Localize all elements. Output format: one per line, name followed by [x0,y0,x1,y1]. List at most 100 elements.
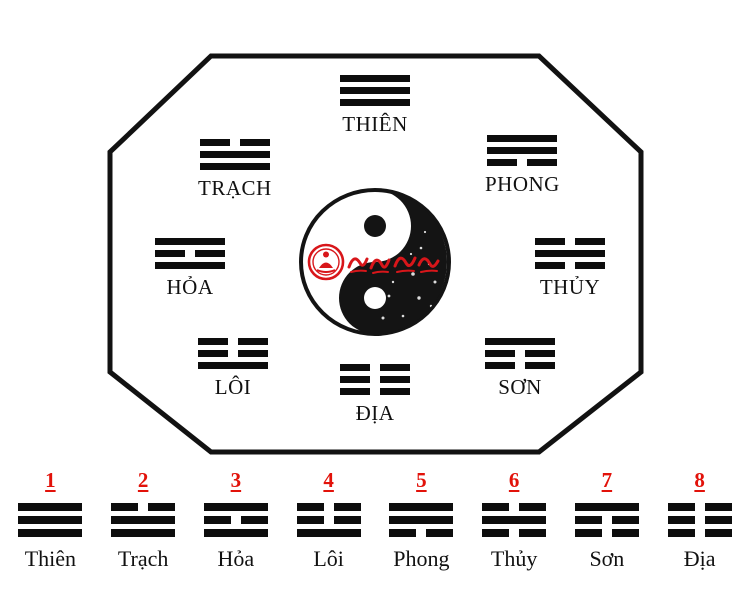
trigram-segment-right [380,388,410,395]
legend-trigram-glyph [667,503,732,537]
trigram-glyph-phong [487,135,558,166]
trigram-segment-left [198,350,228,357]
trigram-line-1-solid [487,135,558,142]
trigram-glyph-thuy [535,238,605,269]
trigram-line-1-solid [18,503,83,511]
trigram-line-1-solid [574,503,639,511]
trigram-segment-solid [482,516,547,524]
trigram-segment-gap [231,516,241,524]
trigram-line-2-broken [296,516,361,524]
trigram-segment-solid [111,516,176,524]
trigram-segment-left [487,159,518,166]
trigram-segment-left [667,516,695,524]
trigram-line-1-solid [340,75,410,82]
legend-number: 6 [508,468,520,492]
trigram-segment-solid [198,362,268,369]
trigram-segment-gap [324,516,334,524]
trigram-segment-gap [565,262,575,269]
trigram-segment-left [485,350,515,357]
legend-number: 1 [45,468,56,492]
trigram-line-1-solid [155,238,225,245]
trigram-segment-solid [487,147,558,154]
trigram-line-1-broken [296,503,361,511]
trigram-segment-gap [324,503,334,511]
trigram-segment-gap [515,350,525,357]
octagon-label-dia: ĐỊA [355,401,395,425]
trigram-segment-right [704,529,732,537]
trigram-segment-left [296,516,324,524]
trigram-segment-right [380,376,410,383]
trigram-line-3-solid [111,529,176,537]
trigram-segment-left [667,503,695,511]
trigram-segment-left [574,516,602,524]
legend-trigram-glyph [574,503,639,537]
trigram-segment-solid [389,516,454,524]
trigram-line-2-broken [198,350,268,357]
trigram-segment-left [296,503,324,511]
legend-trigram-glyph [296,503,361,537]
trigram-segment-solid [155,238,225,245]
trigram-segment-solid [155,262,225,269]
octagon-trigram-loi: LÔI [198,338,268,400]
trigram-glyph-trach [199,139,270,170]
trigram-segment-solid [18,516,83,524]
trigram-line-3-solid [155,262,225,269]
trigram-glyph-hoa [155,238,225,269]
octagon-trigram-hoa: HỎA [155,238,225,300]
trigram-line-2-solid [340,87,410,94]
octagon-trigram-thuy: THỦY [535,238,605,300]
trigram-line-3-solid [198,362,268,369]
legend-number: 4 [323,468,334,492]
trigram-line-1-solid [389,503,454,511]
octagon-trigram-phong: PHONG [485,135,560,197]
legend-label: Phong [393,546,450,571]
legend-label: Thủy [490,546,538,571]
trigram-segment-right [426,529,454,537]
trigram-line-3-broken [485,362,555,369]
trigram-glyph-son [485,338,555,369]
trigram-segment-right [239,139,270,146]
octagon-label-thien: THIÊN [342,112,408,136]
trigram-segment-solid [340,75,410,82]
trigram-segment-left [111,503,139,511]
trigram-segment-right [525,362,555,369]
trigram-segment-solid [203,503,268,511]
trigram-line-3-broken [535,262,605,269]
octagon-label-thuy: THỦY [539,275,601,299]
trigram-line-2-broken [340,376,410,383]
trigram-line-2-solid [389,516,454,524]
octagon-trigram-thien: THIÊN [340,75,410,137]
yin-yang-symbol [293,186,457,338]
octagon-trigram-son: SƠN [485,338,555,400]
trigram-glyph-thien [340,75,410,106]
legend-trigram-glyph [482,503,547,537]
trigram-segment-right [525,350,555,357]
octagon-trigram-trach: TRẠCH [198,139,272,201]
octagon-label-loi: LÔI [214,375,252,399]
trigram-segment-solid [340,99,410,106]
trigram-line-2-broken [574,516,639,524]
trigram-segment-left [667,529,695,537]
trigram-segment-right [519,529,547,537]
trigram-segment-solid [203,529,268,537]
trigram-segment-right [575,262,605,269]
trigram-line-2-solid [18,516,83,524]
trigram-line-1-solid [203,503,268,511]
trigram-segment-solid [487,135,558,142]
trigram-line-3-solid [203,529,268,537]
trigram-segment-right [611,529,639,537]
trigram-segment-gap [602,529,612,537]
trigram-line-2-solid [111,516,176,524]
trigram-line-1-broken [199,139,270,146]
trigram-segment-solid [199,163,270,170]
trigram-segment-gap [228,338,238,345]
trigram-segment-gap [515,362,525,369]
trigram-line-1-broken [198,338,268,345]
trigram-segment-left [535,238,565,245]
trigram-segment-solid [296,529,361,537]
legend-label: Địa [683,546,716,571]
trigram-segment-gap [230,139,240,146]
